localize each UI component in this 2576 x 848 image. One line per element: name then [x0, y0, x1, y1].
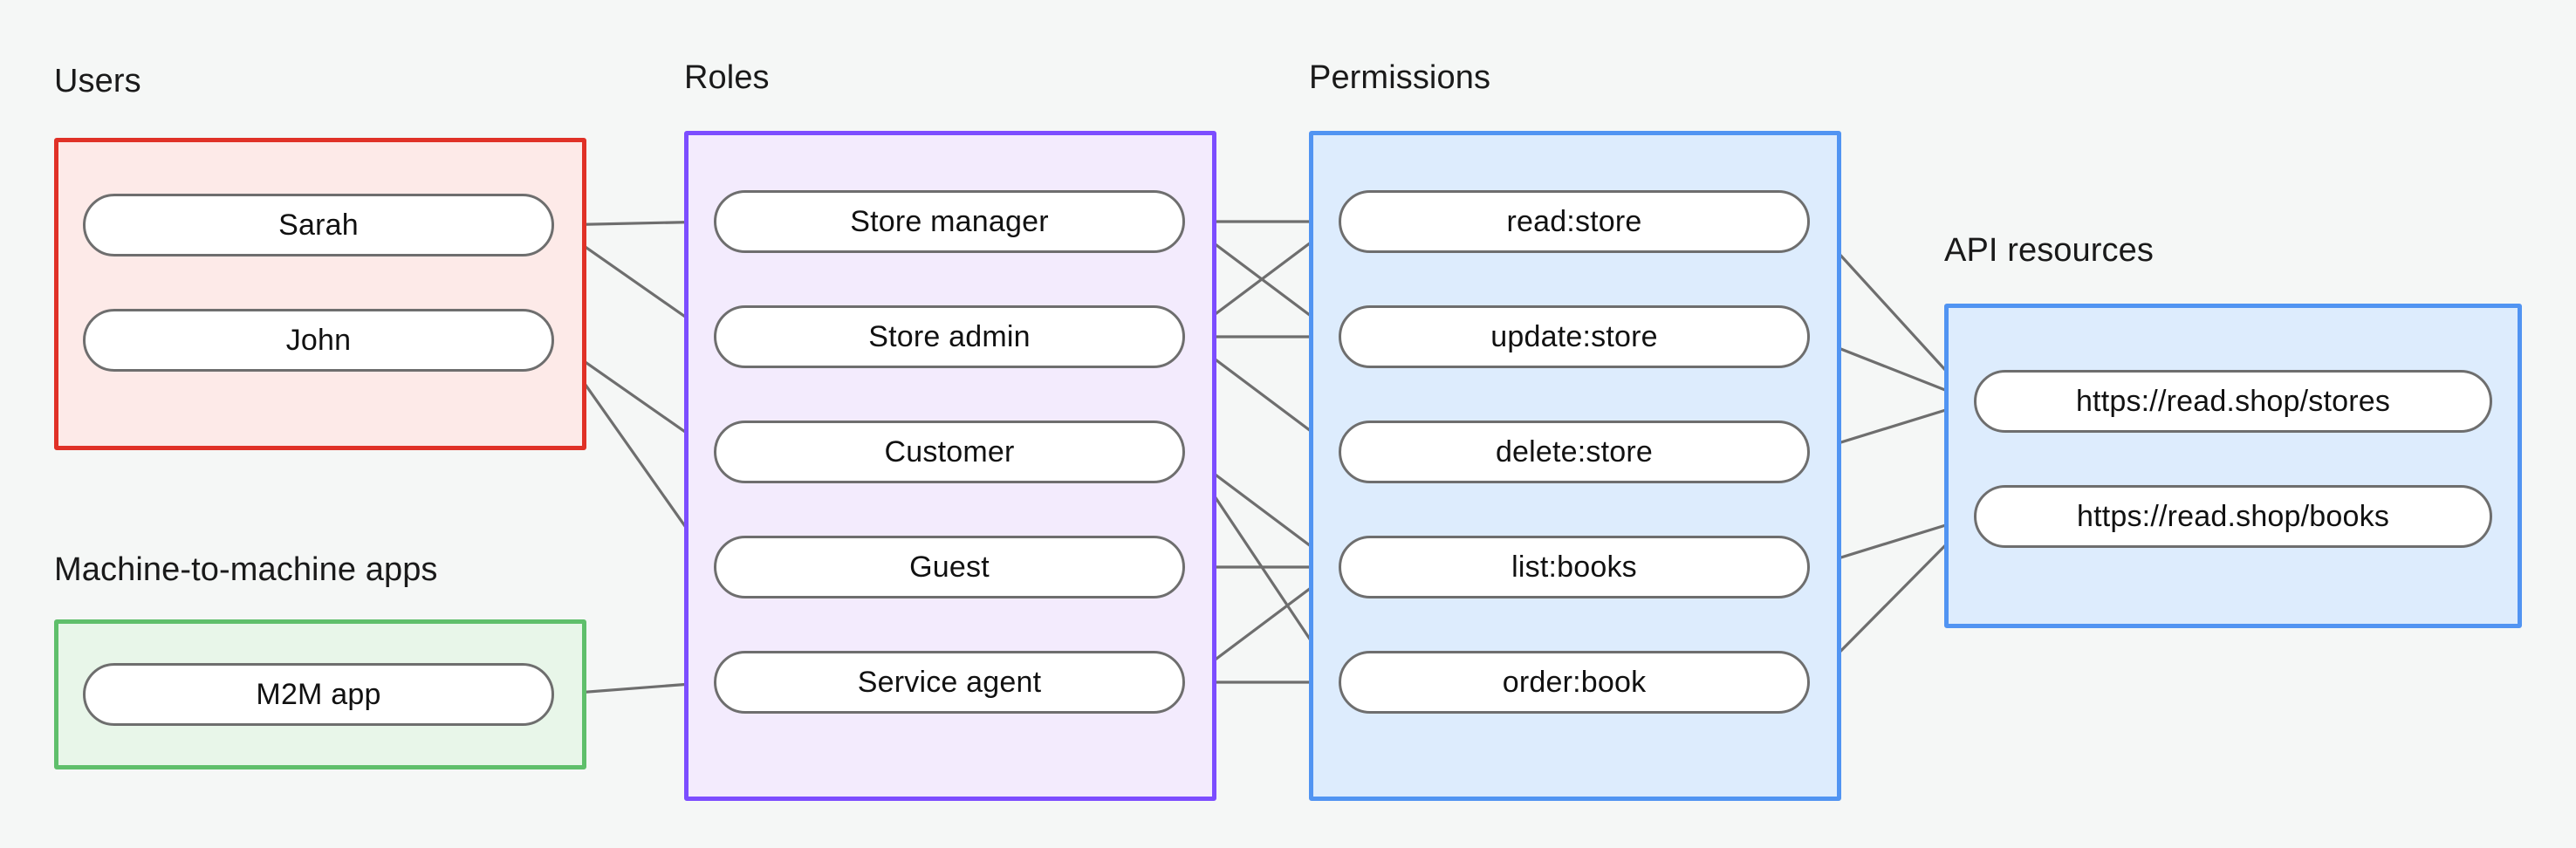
group-title-roles: Roles [684, 59, 770, 96]
node-storeadmin[interactable]: Store admin [714, 305, 1185, 368]
node-label: Store manager [850, 204, 1049, 238]
node-label: Store admin [868, 319, 1031, 353]
group-title-m2m: Machine-to-machine apps [54, 551, 438, 588]
node-label: list:books [1511, 550, 1637, 584]
node-resstores[interactable]: https://read.shop/stores [1974, 370, 2492, 433]
node-customer[interactable]: Customer [714, 421, 1185, 483]
group-title-users: Users [54, 63, 141, 99]
node-label: John [285, 323, 352, 357]
node-label: Guest [909, 550, 990, 584]
node-storemgr[interactable]: Store manager [714, 190, 1185, 253]
node-label: read:store [1506, 204, 1642, 238]
node-resbooks[interactable]: https://read.shop/books [1974, 485, 2492, 548]
node-listbooks[interactable]: list:books [1339, 536, 1810, 598]
node-label: Service agent [857, 665, 1042, 699]
group-title-permissions: Permissions [1309, 59, 1491, 96]
group-box-resources [1944, 304, 2522, 628]
node-label: update:store [1490, 319, 1658, 353]
node-label: Customer [884, 434, 1015, 468]
node-readstore[interactable]: read:store [1339, 190, 1810, 253]
node-guest[interactable]: Guest [714, 536, 1185, 598]
node-label: https://read.shop/stores [2075, 384, 2391, 418]
node-label: order:book [1502, 665, 1647, 699]
group-box-users [54, 138, 586, 450]
node-m2mapp[interactable]: M2M app [83, 663, 554, 726]
node-updstore[interactable]: update:store [1339, 305, 1810, 368]
node-john[interactable]: John [83, 309, 554, 372]
node-label: M2M app [256, 677, 381, 711]
group-title-resources: API resources [1944, 232, 2154, 269]
node-svcagent[interactable]: Service agent [714, 651, 1185, 714]
node-delstore[interactable]: delete:store [1339, 421, 1810, 483]
node-sarah[interactable]: Sarah [83, 194, 554, 256]
node-orderbook[interactable]: order:book [1339, 651, 1810, 714]
node-label: delete:store [1495, 434, 1654, 468]
node-label: Sarah [278, 208, 359, 242]
node-label: https://read.shop/books [2076, 499, 2390, 533]
